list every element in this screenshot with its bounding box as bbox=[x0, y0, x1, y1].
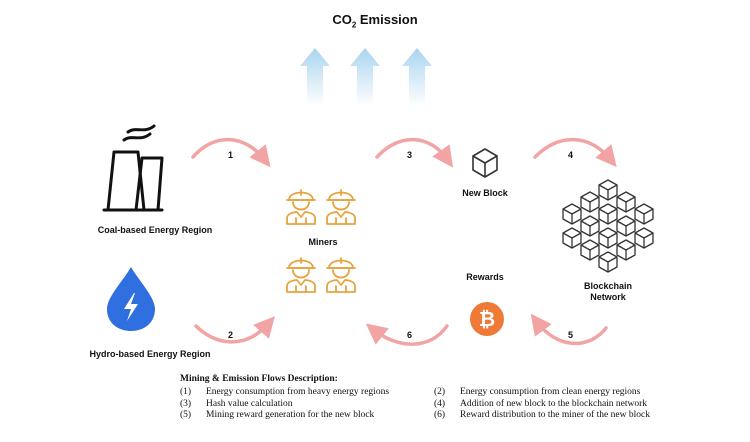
legend-table: (1) Energy consumption from heavy energy… bbox=[180, 387, 650, 422]
bitcoin-icon: ₿ bbox=[470, 302, 504, 336]
factory-icon bbox=[102, 124, 164, 212]
new-block-label: New Block bbox=[462, 188, 508, 198]
flow-number-3: 3 bbox=[407, 150, 413, 160]
flow-number-4: 4 bbox=[568, 150, 574, 160]
title-main: CO bbox=[332, 12, 352, 27]
flow-arrow-4 bbox=[533, 137, 617, 168]
legend-number: (1) bbox=[180, 387, 192, 397]
coal-region-label: Coal-based Energy Region bbox=[97, 225, 213, 235]
legend-text: Mining reward generation for the new blo… bbox=[206, 410, 375, 420]
legend-row: (5) Mining reward generation for the new… bbox=[180, 410, 650, 422]
svg-text:₿: ₿ bbox=[479, 309, 495, 331]
legend-heading: Mining & Emission Flows Description: bbox=[180, 374, 338, 384]
legend-text: Reward distribution to the miner of the … bbox=[460, 410, 650, 420]
legend-number: (4) bbox=[434, 398, 446, 409]
diagram-title: CO2 Emission bbox=[300, 12, 450, 30]
flow-number-5: 5 bbox=[568, 330, 574, 340]
rewards-label: Rewards bbox=[466, 272, 504, 282]
legend-text: Energy consumption from heavy energy reg… bbox=[206, 387, 390, 397]
flow-arrow-1 bbox=[191, 137, 271, 168]
miners-label: Miners bbox=[308, 237, 338, 247]
legend-number: (2) bbox=[434, 387, 446, 397]
water-drop-icon bbox=[107, 267, 155, 331]
legend-row: (1) Energy consumption from heavy energy… bbox=[180, 387, 650, 399]
up-arrow-icon bbox=[402, 48, 432, 106]
flow-number-6: 6 bbox=[407, 330, 413, 340]
title-subscript: 2 bbox=[351, 20, 357, 30]
legend-number: (5) bbox=[180, 410, 192, 420]
legend-number: (3) bbox=[180, 398, 192, 409]
hydro-region-label: Hydro-based Energy Region bbox=[89, 349, 211, 359]
network-label-line1: Blockchain bbox=[583, 281, 632, 291]
flow-arrow-2 bbox=[194, 316, 275, 344]
flow-arrow-3 bbox=[375, 137, 454, 168]
up-arrow-icon bbox=[300, 48, 330, 106]
legend-row: (3) Hash value calculation (4) Addition … bbox=[180, 399, 650, 411]
flow-number-2: 2 bbox=[228, 330, 234, 340]
cube-icon bbox=[472, 148, 498, 178]
legend-number: (6) bbox=[434, 410, 446, 420]
legend-text: Hash value calculation bbox=[206, 398, 293, 409]
flow-arrow-6 bbox=[365, 323, 449, 346]
emission-arrows bbox=[300, 48, 432, 106]
legend-text: Addition of new block to the blockchain … bbox=[460, 398, 648, 409]
flow-legend: Mining & Emission Flows Description: (1)… bbox=[180, 374, 680, 422]
flow-arrow-5 bbox=[530, 313, 608, 346]
up-arrow-icon bbox=[350, 48, 380, 106]
network-label-line2: Network bbox=[590, 292, 626, 302]
flow-number-1: 1 bbox=[228, 150, 234, 160]
title-rest: Emission bbox=[356, 12, 418, 27]
legend-text: Energy consumption from clean energy reg… bbox=[460, 387, 641, 397]
